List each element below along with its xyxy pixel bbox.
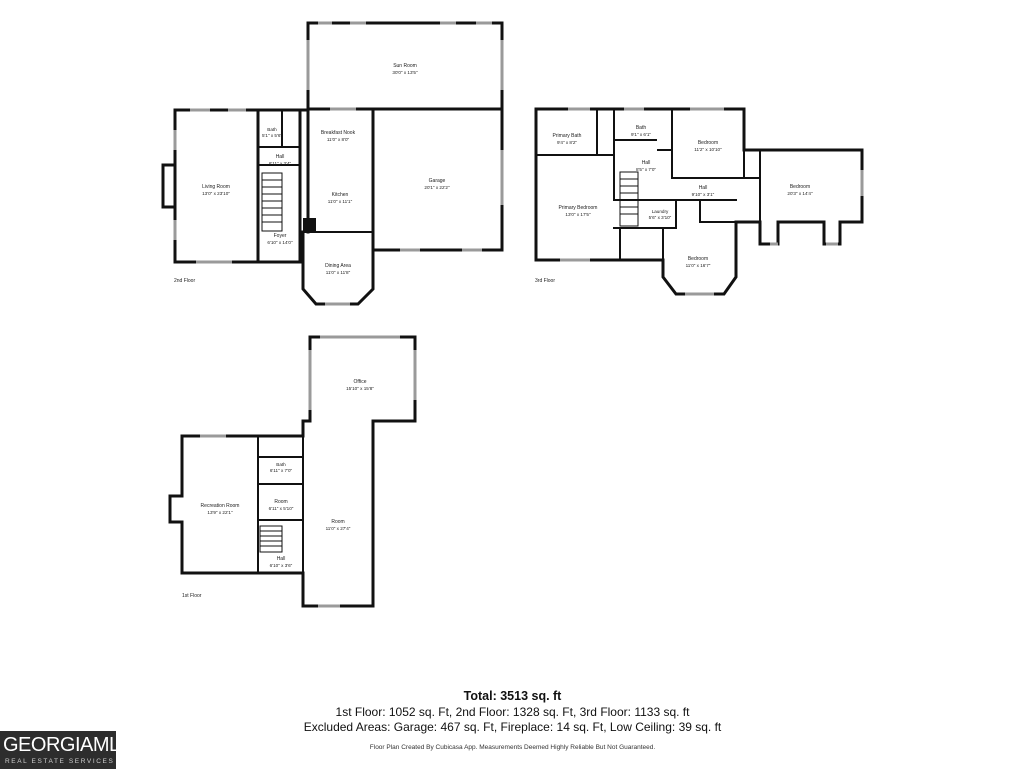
room-dims: 13'9" x 22'1" [207,510,233,515]
first-floor-outer-walls [168,335,417,608]
room-dims: 20'1" x 22'2" [424,185,450,190]
room-dims: 11'0" x 16'7" [686,263,711,268]
room-name: Hall [277,556,286,562]
windows [173,21,864,608]
third-floor-label: 3rd Floor [535,278,555,284]
third-floor-room-labels: Primary Bath 9'4" x 8'2" Bath 9'1" x 6'1… [553,125,813,268]
room-dims: 11'0" x 27'4" [326,526,351,531]
room-name: Office [354,379,367,385]
georgia-mls-logo: GEORGIAMLS REAL ESTATE SERVICES [0,731,133,769]
room-dims: 6'10" x 14'0" [267,240,293,245]
room-dims: 11'2" x 10'10" [694,147,722,152]
stairs-third-floor [619,171,639,227]
logo-wordmark: GEORGIAMLS [3,734,133,756]
room-dims: 20'3" x 14'4" [787,191,813,196]
room-dims: 9'1" x 6'1" [631,132,651,137]
room-dims: 6'11" x 3'4" [269,161,292,166]
second-floor-room-labels: Sun Room 30'0" x 13'5" Living Room 13'0"… [202,63,450,275]
excluded-areas: Excluded Areas: Garage: 467 sq. Ft, Fire… [303,720,722,734]
room-name: Sun Room [393,63,417,69]
room-name: Laundry [652,209,669,214]
stairs-first-floor [259,525,283,553]
room-name: Bath [276,462,286,467]
stairs-second-floor [261,172,283,232]
room-name: Foyer [274,233,287,239]
room-name: Living Room [202,184,230,190]
floor-areas: 1st Floor: 1052 sq. Ft, 2nd Floor: 1328 … [335,705,690,719]
first-floor-room-labels: Office 15'10" x 15'8" Bath 6'11" x 7'0" … [201,379,375,568]
room-name: Hall [699,185,708,191]
room-name: Bath [636,125,647,131]
room-name: Kitchen [332,192,349,198]
room-name: Room [331,519,344,525]
room-name: Bedroom [698,140,718,146]
room-name: Primary Bedroom [559,205,598,211]
room-dims: 11'0" x 11'1" [328,199,353,204]
room-name: Recreation Room [201,503,240,509]
first-floor-plan [168,335,417,608]
room-name: Hall [642,160,651,166]
room-dims: 11'0" x 11'8" [326,270,351,275]
room-name: Bath [267,127,277,132]
logo-tagline: REAL ESTATE SERVICES [5,758,115,765]
room-dims: 8'5" x 7'0" [636,167,656,172]
room-dims: 5'1" x 5'6" [262,133,282,138]
room-dims: 15'10" x 15'8" [346,386,374,391]
room-dims: 13'0" x 23'10" [202,191,230,196]
room-name: Bedroom [790,184,810,190]
bath-hall-walls [257,109,301,166]
room-dims: 13'0" x 17'5" [565,212,591,217]
room-name: Breakfast Nook [321,130,356,136]
room-dims: 30'0" x 13'5" [392,70,418,75]
total-area: Total: 3513 sq. ft [463,689,562,703]
room-name: Dining Area [325,263,351,269]
first-floor-label: 1st Floor [182,593,202,599]
room-dims: 9'4" x 8'2" [557,140,577,145]
room-dims: 6'10" x 3'6" [270,563,293,568]
room-name: Hall [276,154,285,160]
room-name: Garage [429,178,446,184]
room-name: Room [274,499,287,505]
room-name: Bedroom [688,256,708,262]
room-dims: 5'6" x 3'10" [649,215,672,220]
room-dims: 6'11" x 5'10" [269,506,294,511]
room-dims: 6'11" x 7'0" [270,468,293,473]
room-name: Primary Bath [553,133,582,139]
fireplace [161,163,177,209]
room-dims: 11'0" x 8'0" [327,137,350,142]
disclaimer: Floor Plan Created By Cubicasa App. Meas… [369,744,656,751]
second-floor-label: 2nd Floor [174,278,195,284]
refrigerator-block [303,218,316,232]
room-dims: 9'10" x 3'1" [692,192,715,197]
